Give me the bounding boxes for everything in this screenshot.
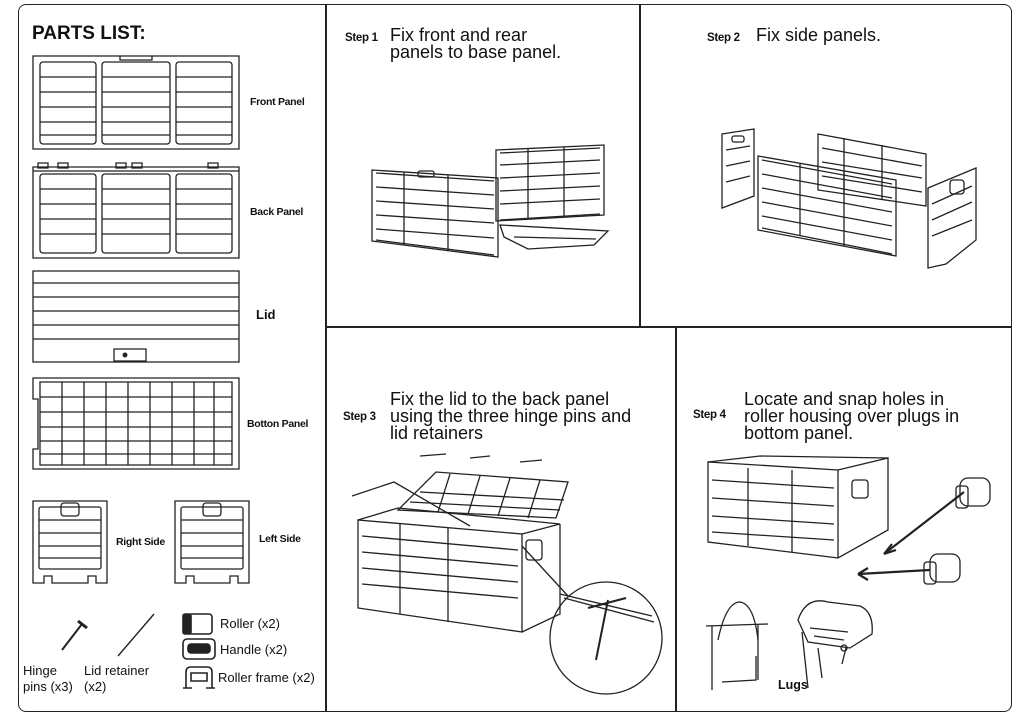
step-3-tag: Step 3 xyxy=(343,411,376,423)
divider-top-steps xyxy=(639,4,641,326)
hinge-pin-drawing xyxy=(58,618,88,652)
step-2-illustration xyxy=(720,128,985,273)
step-3-illustration xyxy=(350,448,662,706)
step-1-illustration xyxy=(368,145,613,260)
roller-icon xyxy=(182,612,216,636)
roller-frame-icon xyxy=(182,664,216,690)
lid-retainer-text: Lid retainer (x2) xyxy=(84,663,150,694)
right-side-drawing xyxy=(32,500,108,584)
handle-label: Handle (x2) xyxy=(220,642,288,657)
left-side-drawing xyxy=(174,500,250,584)
left-side-label: Left Side xyxy=(259,533,301,545)
roller-label: Roller (x2) xyxy=(220,616,280,631)
step-3-text: Fix the lid to the back panel using the … xyxy=(390,389,632,443)
lid-retainer-label: Lid retainer (x2) xyxy=(84,663,149,695)
lid-drawing xyxy=(32,270,240,363)
step-4-text: Locate and snap holes in roller housing … xyxy=(744,389,960,443)
step-4-tag: Step 4 xyxy=(693,409,726,421)
lugs-callout: Lugs xyxy=(778,678,808,692)
hinge-pins-label: Hinge pins (x3) xyxy=(23,663,73,695)
divider-parts-column xyxy=(325,4,327,712)
step-4-illustration xyxy=(698,452,998,700)
bottom-panel-label: Botton Panel xyxy=(247,418,309,430)
bottom-panel-drawing xyxy=(32,377,240,470)
front-panel-label: Front Panel xyxy=(250,96,305,108)
lid-retainer-drawing xyxy=(116,612,156,658)
step-1-text: Fix front and rear panels to base panel. xyxy=(390,25,562,62)
back-panel-drawing xyxy=(32,162,240,259)
lid-label: Lid xyxy=(256,307,276,322)
instruction-sheet-frame xyxy=(18,4,1012,712)
roller-frame-label: Roller frame (x2) xyxy=(218,670,315,685)
step-2-tag: Step 2 xyxy=(707,32,740,44)
divider-bottom-steps xyxy=(675,326,677,712)
hinge-pins-text: Hinge pins (x3) xyxy=(23,663,73,694)
right-side-label: Right Side xyxy=(116,536,165,548)
step-1-tag: Step 1 xyxy=(345,32,378,44)
handle-icon xyxy=(182,638,216,660)
divider-horizontal xyxy=(325,326,1012,328)
parts-list-title: PARTS LIST: xyxy=(32,23,146,44)
step-2-text: Fix side panels. xyxy=(756,25,882,45)
front-panel-drawing xyxy=(32,55,240,150)
back-panel-label: Back Panel xyxy=(250,206,304,218)
